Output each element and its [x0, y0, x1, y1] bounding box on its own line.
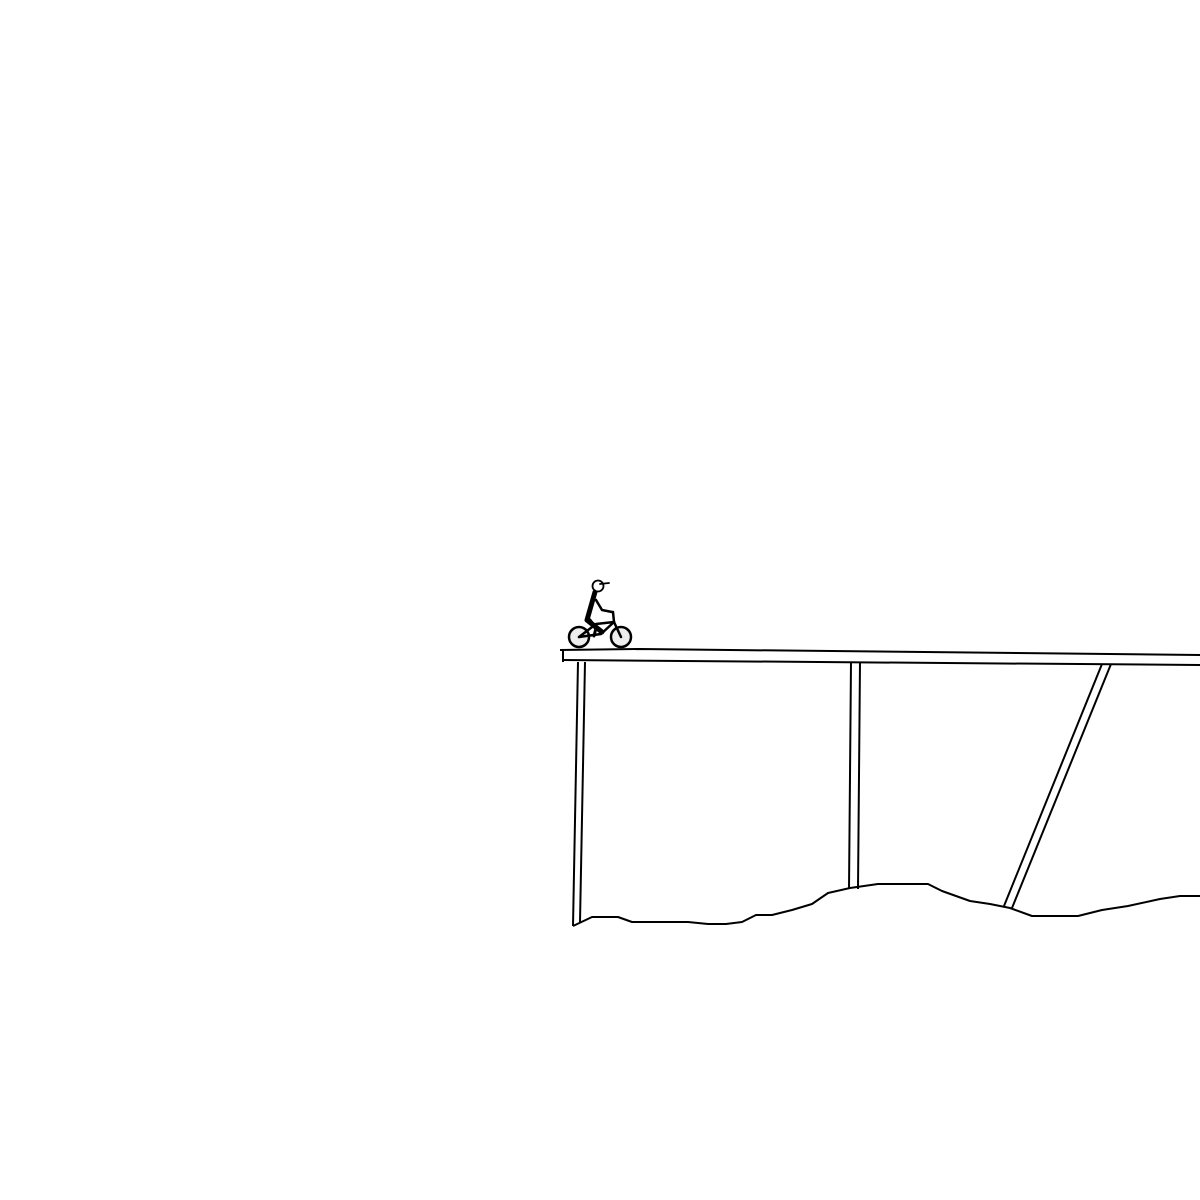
- handlebar: [611, 610, 616, 624]
- rider: [567, 579, 633, 649]
- left-post-outer: [572, 661, 579, 927]
- rider-leg: [588, 618, 598, 638]
- rider-arm: [594, 598, 614, 614]
- track: [559, 648, 1200, 927]
- middle-post-right: [857, 661, 861, 890]
- diagonal-post-right: [1011, 663, 1112, 909]
- rider-head-helmet: [591, 579, 605, 593]
- helmet-visor: [599, 582, 610, 585]
- diagonal-post-left: [1003, 663, 1103, 907]
- middle-post-left: [848, 661, 852, 890]
- bike-frame: [577, 620, 623, 639]
- deck-top-line: [559, 648, 1200, 656]
- deck-bottom-line: [562, 659, 1200, 666]
- left-post-inner: [579, 661, 586, 923]
- ground-line: [572, 883, 1200, 927]
